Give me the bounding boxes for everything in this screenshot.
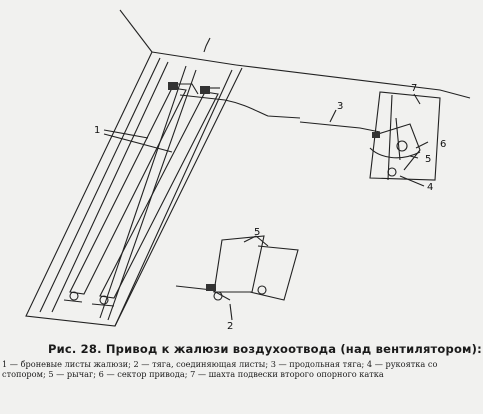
caption-title: Рис. 28. Привод к жалюзи воздухоотвода (… <box>48 342 482 356</box>
callout-5-top: 5 <box>425 154 432 165</box>
caption-legend: 1 — броневые листы жалюзи; 2 — тяга, сое… <box>2 359 438 379</box>
long-rod <box>299 121 381 133</box>
top-rod <box>179 94 301 119</box>
frame-line <box>235 64 471 99</box>
shaft-box <box>369 91 441 181</box>
callout-4: 4 <box>427 182 434 193</box>
figure-caption: Рис. 28. Привод к жалюзи воздухоотвода (… <box>2 342 482 379</box>
frame-line <box>151 51 237 66</box>
callout-7: 7 <box>411 83 418 94</box>
shutter-slat-1 <box>69 87 187 295</box>
shutter-slat-2 <box>99 91 219 299</box>
callout-2: 2 <box>227 321 234 332</box>
long-panel-outline <box>25 51 243 327</box>
callout-3: 3 <box>337 101 344 112</box>
drive-sector <box>369 147 421 159</box>
pedal-1 <box>213 235 265 293</box>
callout-5-bottom: 5 <box>254 227 261 238</box>
callout-1: 1 <box>94 125 101 136</box>
callout-6: 6 <box>440 139 447 150</box>
frame-line <box>119 9 153 53</box>
pedal-2 <box>249 245 299 301</box>
